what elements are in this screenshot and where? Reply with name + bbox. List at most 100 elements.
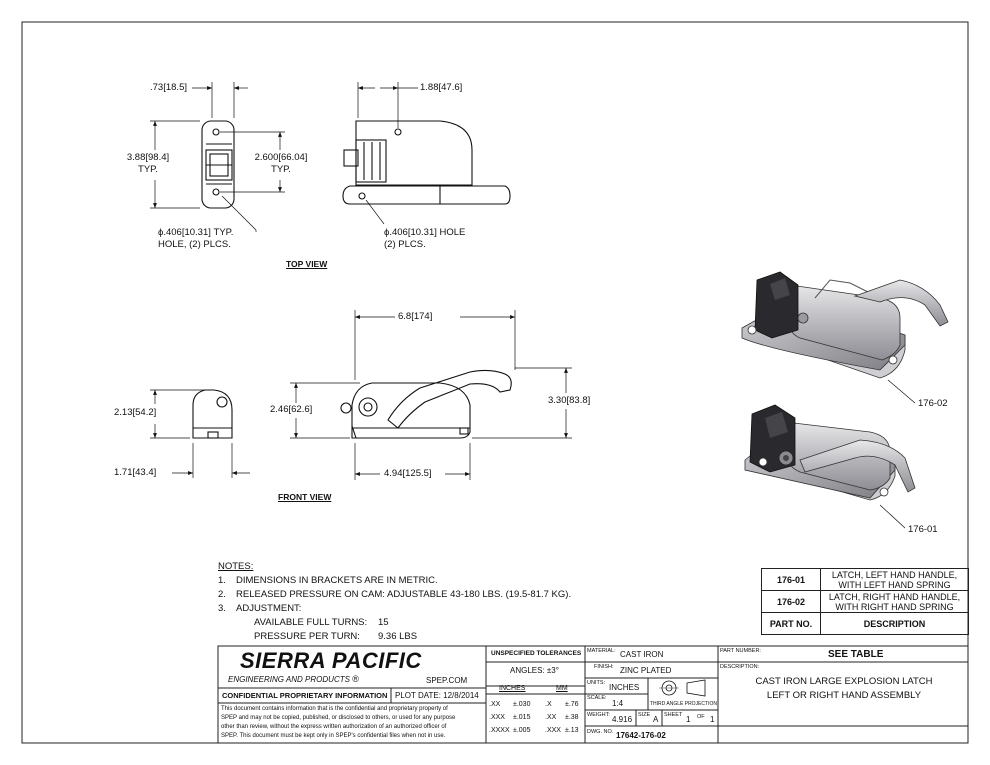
part-description-cell: LATCH, RIGHT HAND HANDLE, WITH RIGHT HAN…: [820, 590, 969, 613]
table-row: 176-02 LATCH, RIGHT HAND HANDLE, WITH RI…: [761, 590, 969, 613]
tol-label: .XXXX: [489, 727, 510, 734]
sheet-value: 1: [686, 715, 691, 724]
dim-mm: 62.6: [291, 404, 310, 415]
dim-inch: 6.8: [398, 311, 412, 322]
tol-value: ±.015: [513, 714, 531, 721]
tolerance-rows: .XX±.030.X±.76 .XXX±.015.XX±.38 .XXXX±.0…: [489, 698, 579, 737]
dim-mm: 10.31: [410, 227, 435, 238]
material-label: MATERIAL:: [587, 648, 616, 654]
company-website: SPEP.COM: [426, 676, 468, 685]
dim-inch: 4.94: [384, 468, 403, 479]
sheet-total: 1: [710, 715, 715, 724]
top-view-right-dims: [357, 82, 418, 225]
dim-top-hole-left: ϕ.406[10.31] TYP. HOLE, (2) PLCS.: [158, 227, 234, 250]
dim-mm: 98.4: [148, 152, 167, 163]
note-item: 1.DIMENSIONS IN BRACKETS ARE IN METRIC.: [218, 574, 571, 588]
dim-side-width: 1.71[43.4]: [114, 467, 157, 478]
tol-value: ±.13: [565, 727, 579, 734]
dim-inch: 2.13: [114, 407, 133, 418]
dim-note: (2) PLCS.: [384, 239, 426, 250]
confidential-line: This document contains information that …: [221, 706, 448, 712]
part-description-cell: LATCH, LEFT HAND HANDLE, WITH LEFT HAND …: [820, 568, 969, 591]
confidential-line: SPEP. This document must be kept only in…: [221, 733, 446, 739]
note-text: DIMENSIONS IN BRACKETS ARE IN METRIC.: [236, 575, 438, 586]
dim-typ: TYP.: [271, 164, 291, 175]
description-line: LATCH, LEFT HAND HANDLE,: [831, 569, 958, 580]
dim-inch: .73: [150, 82, 164, 93]
dim-mm: 66.04: [281, 152, 305, 163]
dim-inch: ϕ.406: [158, 227, 182, 238]
iso-view-176-01: [744, 404, 916, 529]
part-number-label: PART NUMBER:: [720, 648, 761, 654]
front-view-label: FRONT VIEW: [278, 492, 332, 502]
tol-value: ±.76: [565, 701, 579, 708]
plot-date: PLOT DATE: 12/8/2014: [395, 691, 479, 700]
tol-label: .XX: [489, 701, 501, 708]
tolerance-row: .XXXX±.005.XXX±.13: [489, 724, 579, 737]
header-part-no: PART NO.: [761, 612, 821, 635]
tol-value: ±.005: [513, 727, 531, 734]
table-header-row: PART NO. DESCRIPTION: [761, 612, 969, 635]
dim-mm: 47.6: [441, 82, 460, 93]
tolerances-title: UNSPECIFIED TOLERANCES: [491, 650, 582, 657]
tolerance-inches-header: INCHES: [499, 685, 526, 692]
title-block-frame: [217, 645, 969, 744]
top-view-left-part: [201, 120, 235, 209]
part-number-value: SEE TABLE: [828, 649, 884, 660]
confidential-line: SPEP and may not be copied, published, o…: [221, 715, 456, 721]
top-view-left-dims: [150, 82, 285, 232]
dim-top-width: .73[18.5]: [150, 82, 187, 93]
description-line: LEFT OR RIGHT HAND ASSEMBLY: [766, 690, 922, 701]
note-item: 2.RELEASED PRESSURE ON CAM: ADJUSTABLE 4…: [218, 588, 571, 602]
weight-value: 4.916: [612, 715, 633, 724]
scale-label: SCALE:: [587, 695, 607, 701]
dim-typ: TYP.: [138, 164, 158, 175]
description-line: CAST IRON LARGE EXPLOSION LATCH: [755, 676, 933, 687]
dwg-no-label: DWG. NO.: [587, 729, 614, 735]
parts-table: 176-01 LATCH, LEFT HAND HANDLE, WITH LEF…: [761, 568, 969, 635]
finish-value: ZINC PLATED: [620, 666, 672, 675]
note-number: 3.: [218, 603, 226, 614]
company-sub-text: ENGINEERING AND PRODUCTS: [228, 675, 350, 684]
confidential-line: other than review, without the express w…: [221, 724, 447, 730]
tolerance-row: .XXX±.015.XX±.38: [489, 711, 579, 724]
dim-inch: 3.88: [126, 152, 146, 163]
tol-value: ±.030: [513, 701, 531, 708]
note-full-turns: AVAILABLE FULL TURNS:15: [218, 616, 571, 630]
tolerance-mm-header: MM: [556, 685, 568, 692]
notes-block: NOTES: 1.DIMENSIONS IN BRACKETS ARE IN M…: [218, 560, 571, 644]
callout-176-01: 176-01: [908, 524, 938, 535]
dim-mm: 125.5: [405, 468, 429, 479]
tol-label: .XX: [545, 714, 557, 721]
dim-mm: 43.4: [135, 467, 154, 478]
dim-top-height: 3.88[98.4] TYP.: [126, 152, 170, 175]
front-view-side-part: [192, 389, 233, 439]
projection-label: THIRD ANGLE PROJECTION: [650, 701, 717, 707]
dim-inch: 2.600: [254, 152, 279, 163]
material-value: CAST IRON: [620, 650, 664, 659]
dim-inch: 1.71: [114, 467, 133, 478]
front-view-main-part: [340, 369, 512, 439]
dim-inch: ϕ.406: [384, 227, 408, 238]
note-text: ADJUSTMENT:: [236, 603, 302, 614]
description-value: CAST IRON LARGE EXPLOSION LATCH LEFT OR …: [720, 675, 968, 703]
description-line: WITH LEFT HAND SPRING: [838, 579, 951, 590]
units-value: INCHES: [609, 683, 640, 692]
dim-mm: 10.31: [184, 227, 209, 238]
note-text: RELEASED PRESSURE ON CAM: ADJUSTABLE 43-…: [236, 589, 572, 600]
top-view-right-part: [342, 120, 511, 205]
of-label: OF: [697, 714, 705, 720]
dim-mm: 54.2: [135, 407, 154, 418]
note-label: PRESSURE PER TURN:: [254, 631, 360, 642]
dim-top-hole-right: ϕ.406[10.31] HOLE (2) PLCS.: [384, 227, 466, 250]
description-line: LATCH, RIGHT HAND HANDLE,: [828, 591, 961, 602]
note-value: 9.36 LBS: [378, 631, 418, 642]
finish-label: FINISH:: [594, 664, 614, 670]
tol-label: .XXX: [489, 714, 505, 721]
description-line: WITH RIGHT HAND SPRING: [835, 601, 954, 612]
iso-view-176-02: [741, 271, 949, 404]
dim-mm: 174: [413, 311, 430, 322]
dim-suffix: TYP.: [213, 227, 234, 238]
callout-176-02: 176-02: [918, 398, 948, 409]
